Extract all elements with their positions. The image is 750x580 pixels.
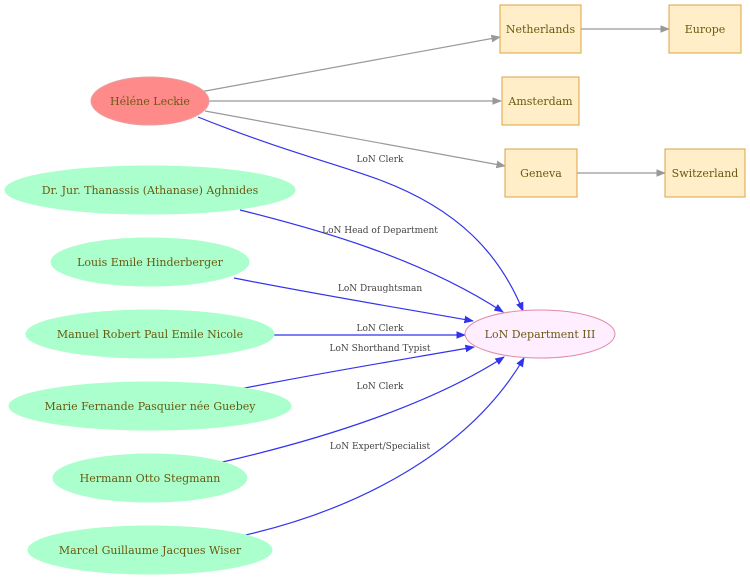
node-stegmann-shape <box>52 453 248 503</box>
node-leckie-label: Héléne Leckie <box>110 95 190 108</box>
node-nicole[interactable]: Manuel Robert Paul Emile Nicole <box>25 309 275 359</box>
node-stegmann-label: Hermann Otto Stegmann <box>80 472 221 485</box>
node-amsterdam[interactable]: Amsterdam <box>501 76 580 126</box>
node-europe-label: Europe <box>685 23 726 36</box>
node-wiser[interactable]: Marcel Guillaume Jacques Wiser <box>27 525 273 575</box>
node-hinderberger-shape <box>50 237 250 287</box>
edges: LoN Clerk LoN Head of Department LoN Dra… <box>197 25 670 538</box>
node-pasquier-shape <box>8 381 292 431</box>
edge-hinderberger-department <box>233 277 474 324</box>
edge-leckie-geneva <box>204 110 506 169</box>
node-department[interactable]: LoN Department III <box>464 309 616 359</box>
node-europe-shape <box>668 4 742 54</box>
node-nicole-label: Manuel Robert Paul Emile Nicole <box>57 328 243 341</box>
node-geneva-label: Geneva <box>520 167 562 180</box>
edge-leckie-netherlands <box>199 34 501 93</box>
node-netherlands[interactable]: Netherlands <box>499 4 582 54</box>
node-hinderberger[interactable]: Louis Emile Hinderberger <box>50 237 250 287</box>
node-netherlands-label: Netherlands <box>506 23 576 36</box>
node-leckie[interactable]: Héléne Leckie <box>90 76 210 126</box>
node-geneva-shape <box>504 148 578 198</box>
node-geneva[interactable]: Geneva <box>504 148 578 198</box>
node-amsterdam-shape <box>501 76 580 126</box>
edge-label-stegmann-department: LoN Clerk <box>357 382 405 392</box>
edge-wiser-department <box>236 357 525 538</box>
node-department-label: LoN Department III <box>485 328 596 341</box>
edge-leckie-department <box>197 116 524 312</box>
node-wiser-shape <box>27 525 273 575</box>
node-aghnides[interactable]: Dr. Jur. Thanassis (Athanase) Aghnides <box>4 165 296 215</box>
node-wiser-label: Marcel Guillaume Jacques Wiser <box>59 544 242 557</box>
edge-aghnides-department <box>239 209 504 313</box>
node-aghnides-shape <box>4 165 296 215</box>
node-department-shape <box>464 309 616 359</box>
node-switzerland-shape <box>664 148 746 198</box>
node-switzerland-label: Switzerland <box>672 167 739 180</box>
edge-pasquier-department <box>239 344 475 390</box>
edge-label-nicole-department: LoN Clerk <box>357 324 405 334</box>
node-netherlands-shape <box>499 4 582 54</box>
node-switzerland[interactable]: Switzerland <box>664 148 746 198</box>
node-leckie-shape <box>90 76 210 126</box>
edge-label-wiser-department: LoN Expert/Specialist <box>330 442 431 452</box>
edge-label-leckie-department: LoN Clerk <box>357 155 405 165</box>
node-aghnides-label: Dr. Jur. Thanassis (Athanase) Aghnides <box>42 184 259 197</box>
node-europe[interactable]: Europe <box>668 4 742 54</box>
edge-label-pasquier-department: LoN Shorthand Typist <box>330 344 431 354</box>
edge-stegmann-department <box>217 356 505 464</box>
node-hinderberger-label: Louis Emile Hinderberger <box>77 256 224 269</box>
node-amsterdam-label: Amsterdam <box>507 95 573 108</box>
node-nicole-shape <box>25 309 275 359</box>
edge-label-hinderberger-department: LoN Draughtsman <box>338 284 423 294</box>
node-pasquier[interactable]: Marie Fernande Pasquier née Guebey <box>8 381 292 431</box>
node-pasquier-label: Marie Fernande Pasquier née Guebey <box>45 400 257 413</box>
nodes: Héléne Leckie Dr. Jur. Thanassis (Athana… <box>4 4 746 575</box>
edge-label-aghnides-department: LoN Head of Department <box>322 226 438 236</box>
node-stegmann[interactable]: Hermann Otto Stegmann <box>52 453 248 503</box>
